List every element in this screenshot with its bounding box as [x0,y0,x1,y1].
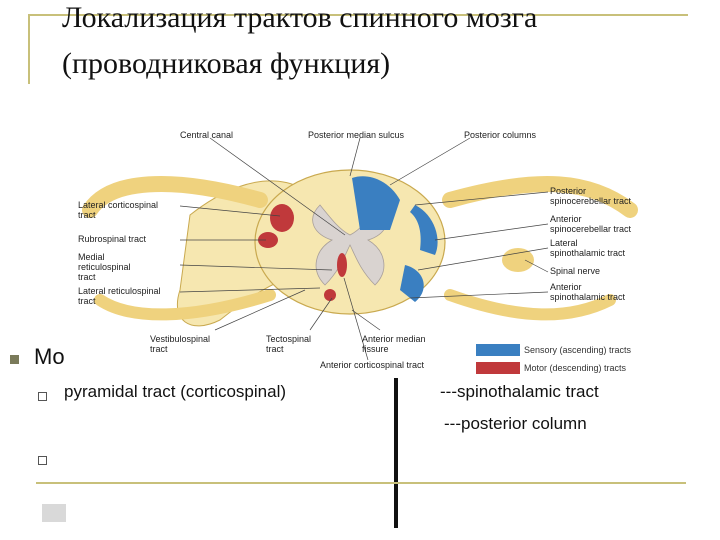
lateral-corticospinal-tract [270,204,294,232]
bullet-square [10,355,19,364]
label-anterior-median-fissure-1: Anterior median [362,334,426,344]
label-lateral-spinothalamic-1: Lateral [550,238,578,248]
label-lateral-corticospinal-2: tract [78,210,96,220]
spinothalamic-tract [400,265,424,302]
spinocerebellar-tract [410,205,438,255]
decor-horizontal-line [28,14,688,16]
spinal-cord-diagram: Central canal Posterior median sulcus Po… [70,120,670,370]
label-medial-reticulospinal-1: Medial [78,252,105,262]
sub-bullet-1 [38,392,47,401]
decor-vertical-line [28,14,30,84]
legend-sensory-label: Sensory (ascending) tracts [524,345,632,355]
label-anterior-corticospinal: Anterior corticospinal tract [320,360,425,370]
label-anterior-spinothalamic-2: spinothalamic tract [550,292,626,302]
legend-sensory-swatch [476,344,520,356]
label-central-canal: Central canal [180,130,234,140]
label-vestibulospinal-2: tract [150,344,168,354]
spinal-cord-illustration [82,137,638,361]
label-anterior-spinothalamic-1: Anterior [550,282,582,292]
legend-motor-label: Motor (descending) tracts [524,363,627,373]
label-spinal-nerve: Spinal nerve [550,266,601,276]
anterior-corticospinal-tract [337,253,347,277]
label-lateral-corticospinal-1: Lateral corticospinal [78,200,159,210]
vertical-divider [394,378,398,528]
right-nerve-root-lower [444,289,616,321]
label-posterior-spinocerebellar-1: Posterior [550,186,587,196]
label-anterior-median-fissure-2: fissure [362,344,389,354]
left-nerve-root-upper [82,175,268,218]
leader-lines [179,137,549,361]
label-lateral-reticulospinal-2: tract [78,296,96,306]
item-spinothalamic-tract: ---spinothalamic tract [440,382,599,401]
label-posterior-columns: Posterior columns [464,130,537,140]
label-tectospinal-1: Tectospinal [266,334,312,344]
label-vestibulospinal-1: Vestibulospinal [150,334,211,344]
label-lateral-spinothalamic-2: spinothalamic tract [550,248,626,258]
label-rubrospinal: Rubrospinal tract [78,234,147,244]
label-posterior-spinocerebellar-2: spinocerebellar tract [550,196,632,206]
right-ganglion [502,248,534,272]
decor-bottom-line [36,482,686,484]
label-medial-reticulospinal-3: tract [78,272,96,282]
label-posterior-median-sulcus: Posterior median sulcus [308,130,405,140]
footer-grey-box [42,504,66,522]
label-tectospinal-2: tract [266,344,284,354]
item-pyramidal-tract: pyramidal tract (corticospinal) [64,382,287,401]
legend-motor-swatch [476,362,520,374]
rubrospinal-tract-mark [258,232,278,248]
item-posterior-column: ---posterior column [444,414,587,433]
posterior-columns-tract [352,176,400,230]
label-anterior-spinocerebellar-2: spinocerebellar tract [550,224,632,234]
left-nerve-root-lower [94,289,276,321]
label-lateral-reticulospinal-1: Lateral reticulospinal [78,286,161,296]
slide-title-line-1: Локализация трактов спинного мозга [62,1,538,34]
bullet-text: Mo [34,344,65,369]
slide-title-line-2: (проводниковая функция) [62,47,391,80]
label-anterior-spinocerebellar-1: Anterior [550,214,582,224]
label-medial-reticulospinal-2: reticulospinal [78,262,131,272]
sub-bullet-2 [38,456,47,465]
tectospinal-tract-mark [324,289,336,301]
right-nerve-root-upper [442,175,638,218]
